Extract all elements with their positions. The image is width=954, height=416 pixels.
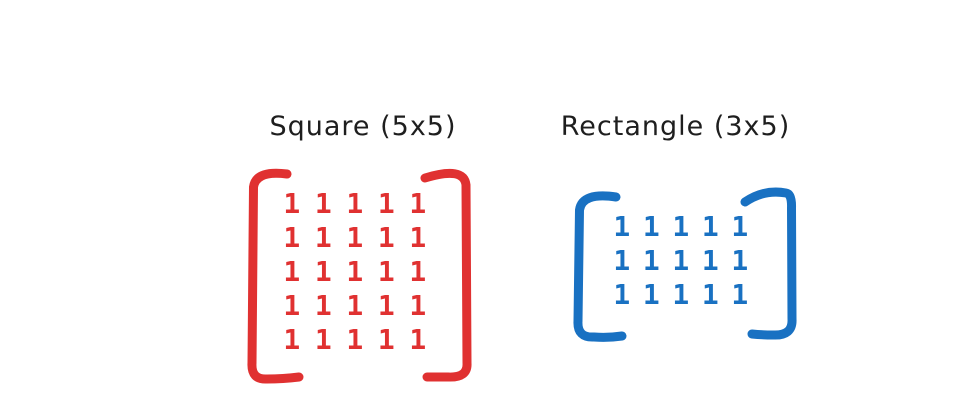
rectangle-matrix-brackets [573, 187, 797, 342]
matrix-cell: 1 [346, 289, 364, 322]
right-bracket-stroke [740, 187, 797, 340]
matrix-cell: 1 [672, 244, 690, 277]
matrix-cell: 1 [642, 244, 660, 277]
square-matrix-title: Square (5x5) [269, 111, 457, 142]
matrix-cell: 1 [377, 187, 395, 220]
matrix-cell: 1 [283, 187, 301, 220]
matrix-cell: 1 [409, 187, 427, 220]
matrix-cell: 1 [672, 278, 690, 311]
matrix-cell: 1 [314, 221, 332, 254]
matrix-cell: 1 [409, 289, 427, 322]
matrix-cell: 1 [377, 323, 395, 356]
matrix-cell: 1 [701, 244, 719, 277]
matrix-cell: 1 [314, 323, 332, 356]
matrix-cell: 1 [409, 255, 427, 288]
matrix-cell: 1 [731, 278, 749, 311]
matrix-cell: 1 [731, 210, 749, 243]
left-bracket-stroke [247, 168, 304, 384]
matrix-cell: 1 [613, 244, 631, 277]
matrix-cell: 1 [346, 255, 364, 288]
matrix-cell: 1 [283, 221, 301, 254]
matrix-cell: 1 [346, 323, 364, 356]
matrix-cell: 1 [346, 187, 364, 220]
matrix-cell: 1 [283, 289, 301, 322]
matrix-cell: 1 [701, 210, 719, 243]
matrix-cell: 1 [613, 278, 631, 311]
matrix-cell: 1 [314, 187, 332, 220]
matrix-cell: 1 [283, 323, 301, 356]
matrix-cell: 1 [672, 210, 690, 243]
matrix-cell: 1 [346, 221, 364, 254]
left-bracket-stroke [573, 191, 627, 342]
matrix-cell: 1 [314, 289, 332, 322]
matrix-cell: 1 [283, 255, 301, 288]
matrix-cell: 1 [314, 255, 332, 288]
matrix-cell: 1 [613, 210, 631, 243]
matrix-cell: 1 [409, 323, 427, 356]
matrix-cell: 1 [642, 278, 660, 311]
right-bracket-stroke [420, 168, 472, 382]
matrix-cell: 1 [409, 221, 427, 254]
rectangle-matrix-title: Rectangle (3x5) [560, 111, 791, 142]
square-matrix-brackets [247, 168, 472, 384]
matrix-cell: 1 [377, 289, 395, 322]
matrix-cell: 1 [377, 221, 395, 254]
matrix-cell: 1 [642, 210, 660, 243]
matrix-cell: 1 [701, 278, 719, 311]
matrix-cell: 1 [377, 255, 395, 288]
matrix-cell: 1 [731, 244, 749, 277]
